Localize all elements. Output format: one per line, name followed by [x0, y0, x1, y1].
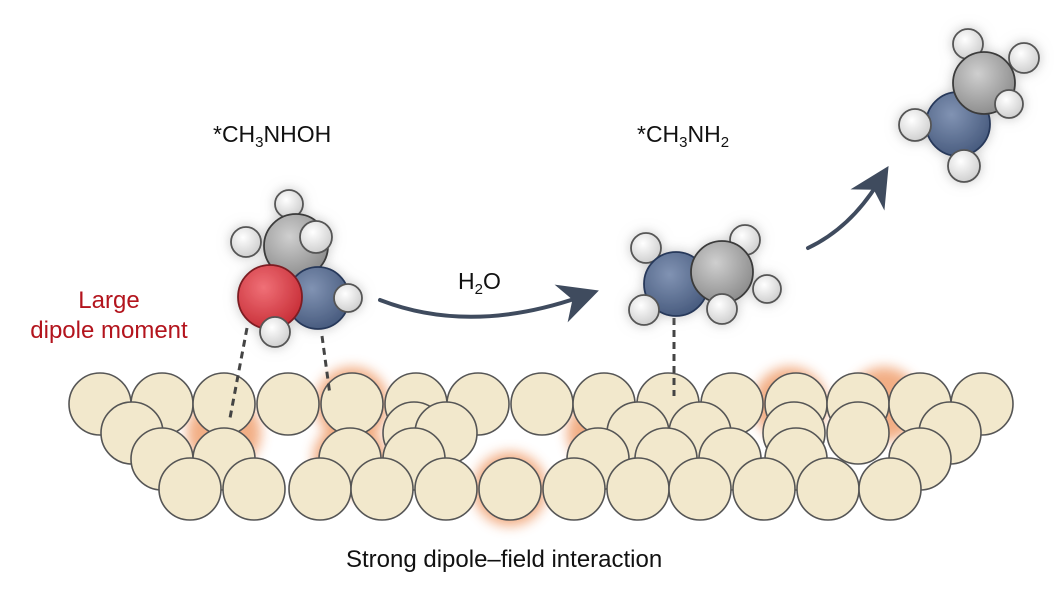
hydrogen-atom: [1008, 42, 1040, 74]
surface-atom: [288, 457, 352, 521]
ch3nh2-molecule-desorbed: [898, 28, 1040, 183]
surface-atom: [732, 457, 796, 521]
hydrogen-atom: [259, 316, 291, 348]
ch3nh2-molecule-adsorbed: [628, 224, 782, 326]
surface-atom: [320, 372, 384, 436]
surface-atom: [858, 457, 922, 521]
surface-atom: [796, 457, 860, 521]
surface-atom: [256, 372, 320, 436]
surface-atom: [478, 457, 542, 521]
dipole-label-line1: Large: [78, 287, 140, 314]
surface-atom: [414, 457, 478, 521]
surface-slab: [68, 372, 1014, 521]
hydrogen-atom: [947, 149, 981, 183]
surface-atom: [606, 457, 670, 521]
hydrogen-atom: [706, 293, 738, 325]
surface-atom: [542, 457, 606, 521]
oxygen-surface-bond: [228, 327, 249, 419]
figure-caption: Strong dipole–field interaction: [346, 546, 663, 573]
hydrogen-atom: [994, 89, 1024, 119]
hydrogen-atom: [628, 294, 660, 326]
desorption-arrow: [806, 166, 889, 250]
hydrogen-atom: [898, 108, 932, 142]
hydrogen-atom: [299, 220, 333, 254]
surface-atom: [668, 457, 732, 521]
water-reagent-label: H2O: [458, 268, 501, 298]
adsorption-bonds: [228, 318, 676, 419]
surface-atom: [222, 457, 286, 521]
dipole-moment-label: Large dipole moment: [4, 286, 214, 346]
surface-atom: [826, 401, 890, 465]
hydrogen-atom: [333, 283, 363, 313]
nitrogen-surface-bond: [320, 335, 332, 396]
reaction-arrow: [378, 284, 599, 323]
reaction-arrows: [378, 166, 889, 323]
dipole-label-line2: dipole moment: [30, 317, 188, 344]
hydrogen-atom: [752, 274, 782, 304]
reactant-label: *CH3NHOH: [213, 121, 332, 151]
product-label: *CH3NH2: [637, 121, 730, 151]
surface-atom: [192, 372, 256, 436]
surface-atom: [350, 457, 414, 521]
hydrogen-atom: [230, 226, 262, 258]
surface-atom: [158, 457, 222, 521]
surface-atom: [510, 372, 574, 436]
hydrogen-atom: [630, 232, 662, 264]
ch3nhoh-molecule: [230, 189, 363, 348]
molecules: [230, 28, 1040, 348]
